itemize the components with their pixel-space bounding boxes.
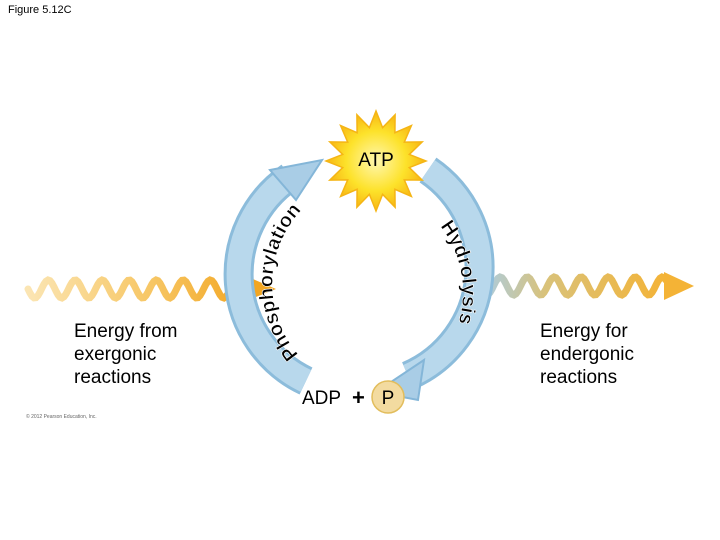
endergonic-energy-wave (476, 272, 694, 300)
copyright-notice: © 2012 Pearson Education, Inc. (26, 414, 97, 420)
endergonic-caption-line: reactions (540, 367, 618, 388)
phosphorylation-arrow (223, 158, 325, 395)
phosphate-label: P (382, 388, 395, 409)
atp-label: ATP (358, 150, 394, 171)
exergonic-caption-line: reactions (74, 367, 152, 388)
atp-starburst: ATP (323, 108, 429, 214)
exergonic-caption: Energy from exergonic reactions (74, 320, 177, 389)
endergonic-caption-line: Energy for (540, 321, 628, 342)
exergonic-caption-line: exergonic (74, 344, 157, 365)
endergonic-caption-line: endergonic (540, 344, 635, 365)
figure-label: Figure 5.12C (8, 4, 72, 16)
adp-phosphate-group: ADP + P (302, 380, 405, 414)
endergonic-caption: Energy for endergonic reactions (540, 320, 634, 389)
adp-label: ADP (302, 388, 341, 409)
exergonic-caption-line: Energy from (74, 321, 178, 342)
phosphate-circle (371, 380, 405, 414)
plus-sign: + (352, 385, 365, 410)
hydrolysis-arrow (373, 157, 495, 402)
